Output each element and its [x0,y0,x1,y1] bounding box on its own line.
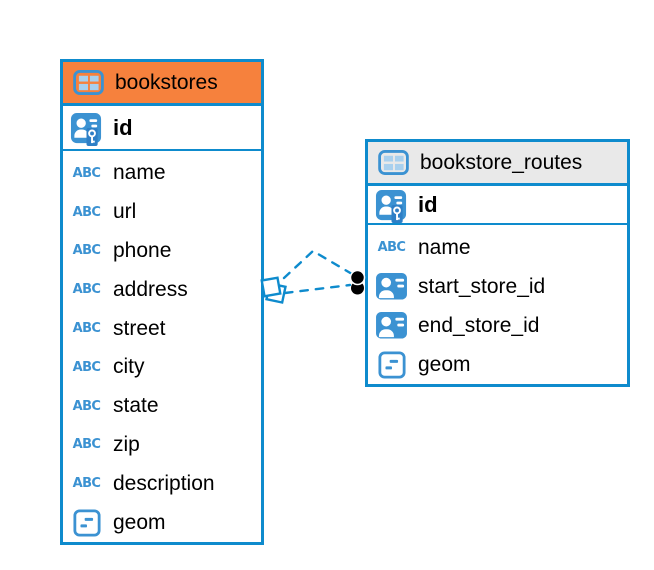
column-row-address[interactable]: ABC address [63,270,261,309]
column-row-street[interactable]: ABC street [63,309,261,348]
column-row-name[interactable]: ABC name [63,154,261,193]
table-bookstores-columns: ABC name ABC url ABC phone ABC address A… [63,151,261,542]
text-type-icon: ABC [72,359,101,375]
text-type-icon: ABC [72,282,101,298]
text-type-icon: ABC [72,165,101,181]
relationship-line-1[interactable] [282,249,354,280]
column-label: end_store_id [418,313,540,337]
column-label: geom [113,510,166,534]
column-row-id[interactable]: id [63,106,261,151]
column-label: zip [113,432,140,456]
table-bookstore-routes-header[interactable]: bookstore_routes [368,142,627,186]
column-row-city[interactable]: ABC city [63,348,261,387]
column-row-zip[interactable]: ABC zip [63,426,261,465]
column-label: street [113,316,166,340]
column-label: address [113,277,188,301]
column-label: city [113,355,145,379]
column-label: description [113,471,215,495]
column-label: id [418,191,438,217]
column-row-url[interactable]: ABC url [63,193,261,232]
table-icon [71,70,106,95]
table-bookstore-routes[interactable]: bookstore_routes id ABC name start_store… [365,139,630,387]
column-label: start_store_id [418,274,546,298]
column-row-id[interactable]: id [368,186,627,225]
text-type-icon: ABC [72,204,101,220]
user-reference-icon [374,311,409,340]
text-type-icon: ABC [72,398,101,414]
column-label: name [418,235,471,259]
diamond-marker-back[interactable] [265,282,287,304]
primary-key-icon [69,108,104,147]
column-row-geom[interactable]: geom [368,345,627,384]
column-label: state [113,394,159,418]
table-bookstore-routes-columns: ABC name start_store_id end_store_id ge [368,225,627,384]
column-row-start-store-id[interactable]: start_store_id [368,267,627,306]
relationship-line-2[interactable] [283,283,352,295]
column-row-geom[interactable]: geom [63,503,261,542]
geometry-type-icon [69,509,104,537]
table-bookstores-header[interactable]: bookstores [63,62,261,106]
text-type-icon: ABC [377,240,406,255]
column-row-description[interactable]: ABC description [63,464,261,503]
column-row-state[interactable]: ABC state [63,387,261,426]
text-type-icon: ABC [72,321,101,337]
column-label: name [113,161,166,185]
column-label: url [113,200,137,224]
table-title: bookstores [115,70,218,94]
diamond-marker-front[interactable] [260,276,282,298]
dot-marker-back[interactable] [351,281,364,295]
primary-key-icon [374,185,409,224]
table-bookstores[interactable]: bookstores id ABC name ABC url ABC phone… [60,59,264,545]
dot-marker-front[interactable] [349,269,366,286]
column-row-end-store-id[interactable]: end_store_id [368,306,627,345]
text-type-icon: ABC [72,437,101,453]
text-type-icon: ABC [72,243,101,259]
table-title: bookstore_routes [420,150,583,174]
column-row-name[interactable]: ABC name [368,228,627,267]
column-label: id [113,114,133,140]
column-label: geom [418,352,471,376]
column-row-phone[interactable]: ABC phone [63,232,261,271]
user-reference-icon [374,272,409,301]
geometry-type-icon [374,351,409,379]
text-type-icon: ABC [72,476,101,492]
table-icon [376,150,411,175]
column-label: phone [113,238,172,262]
